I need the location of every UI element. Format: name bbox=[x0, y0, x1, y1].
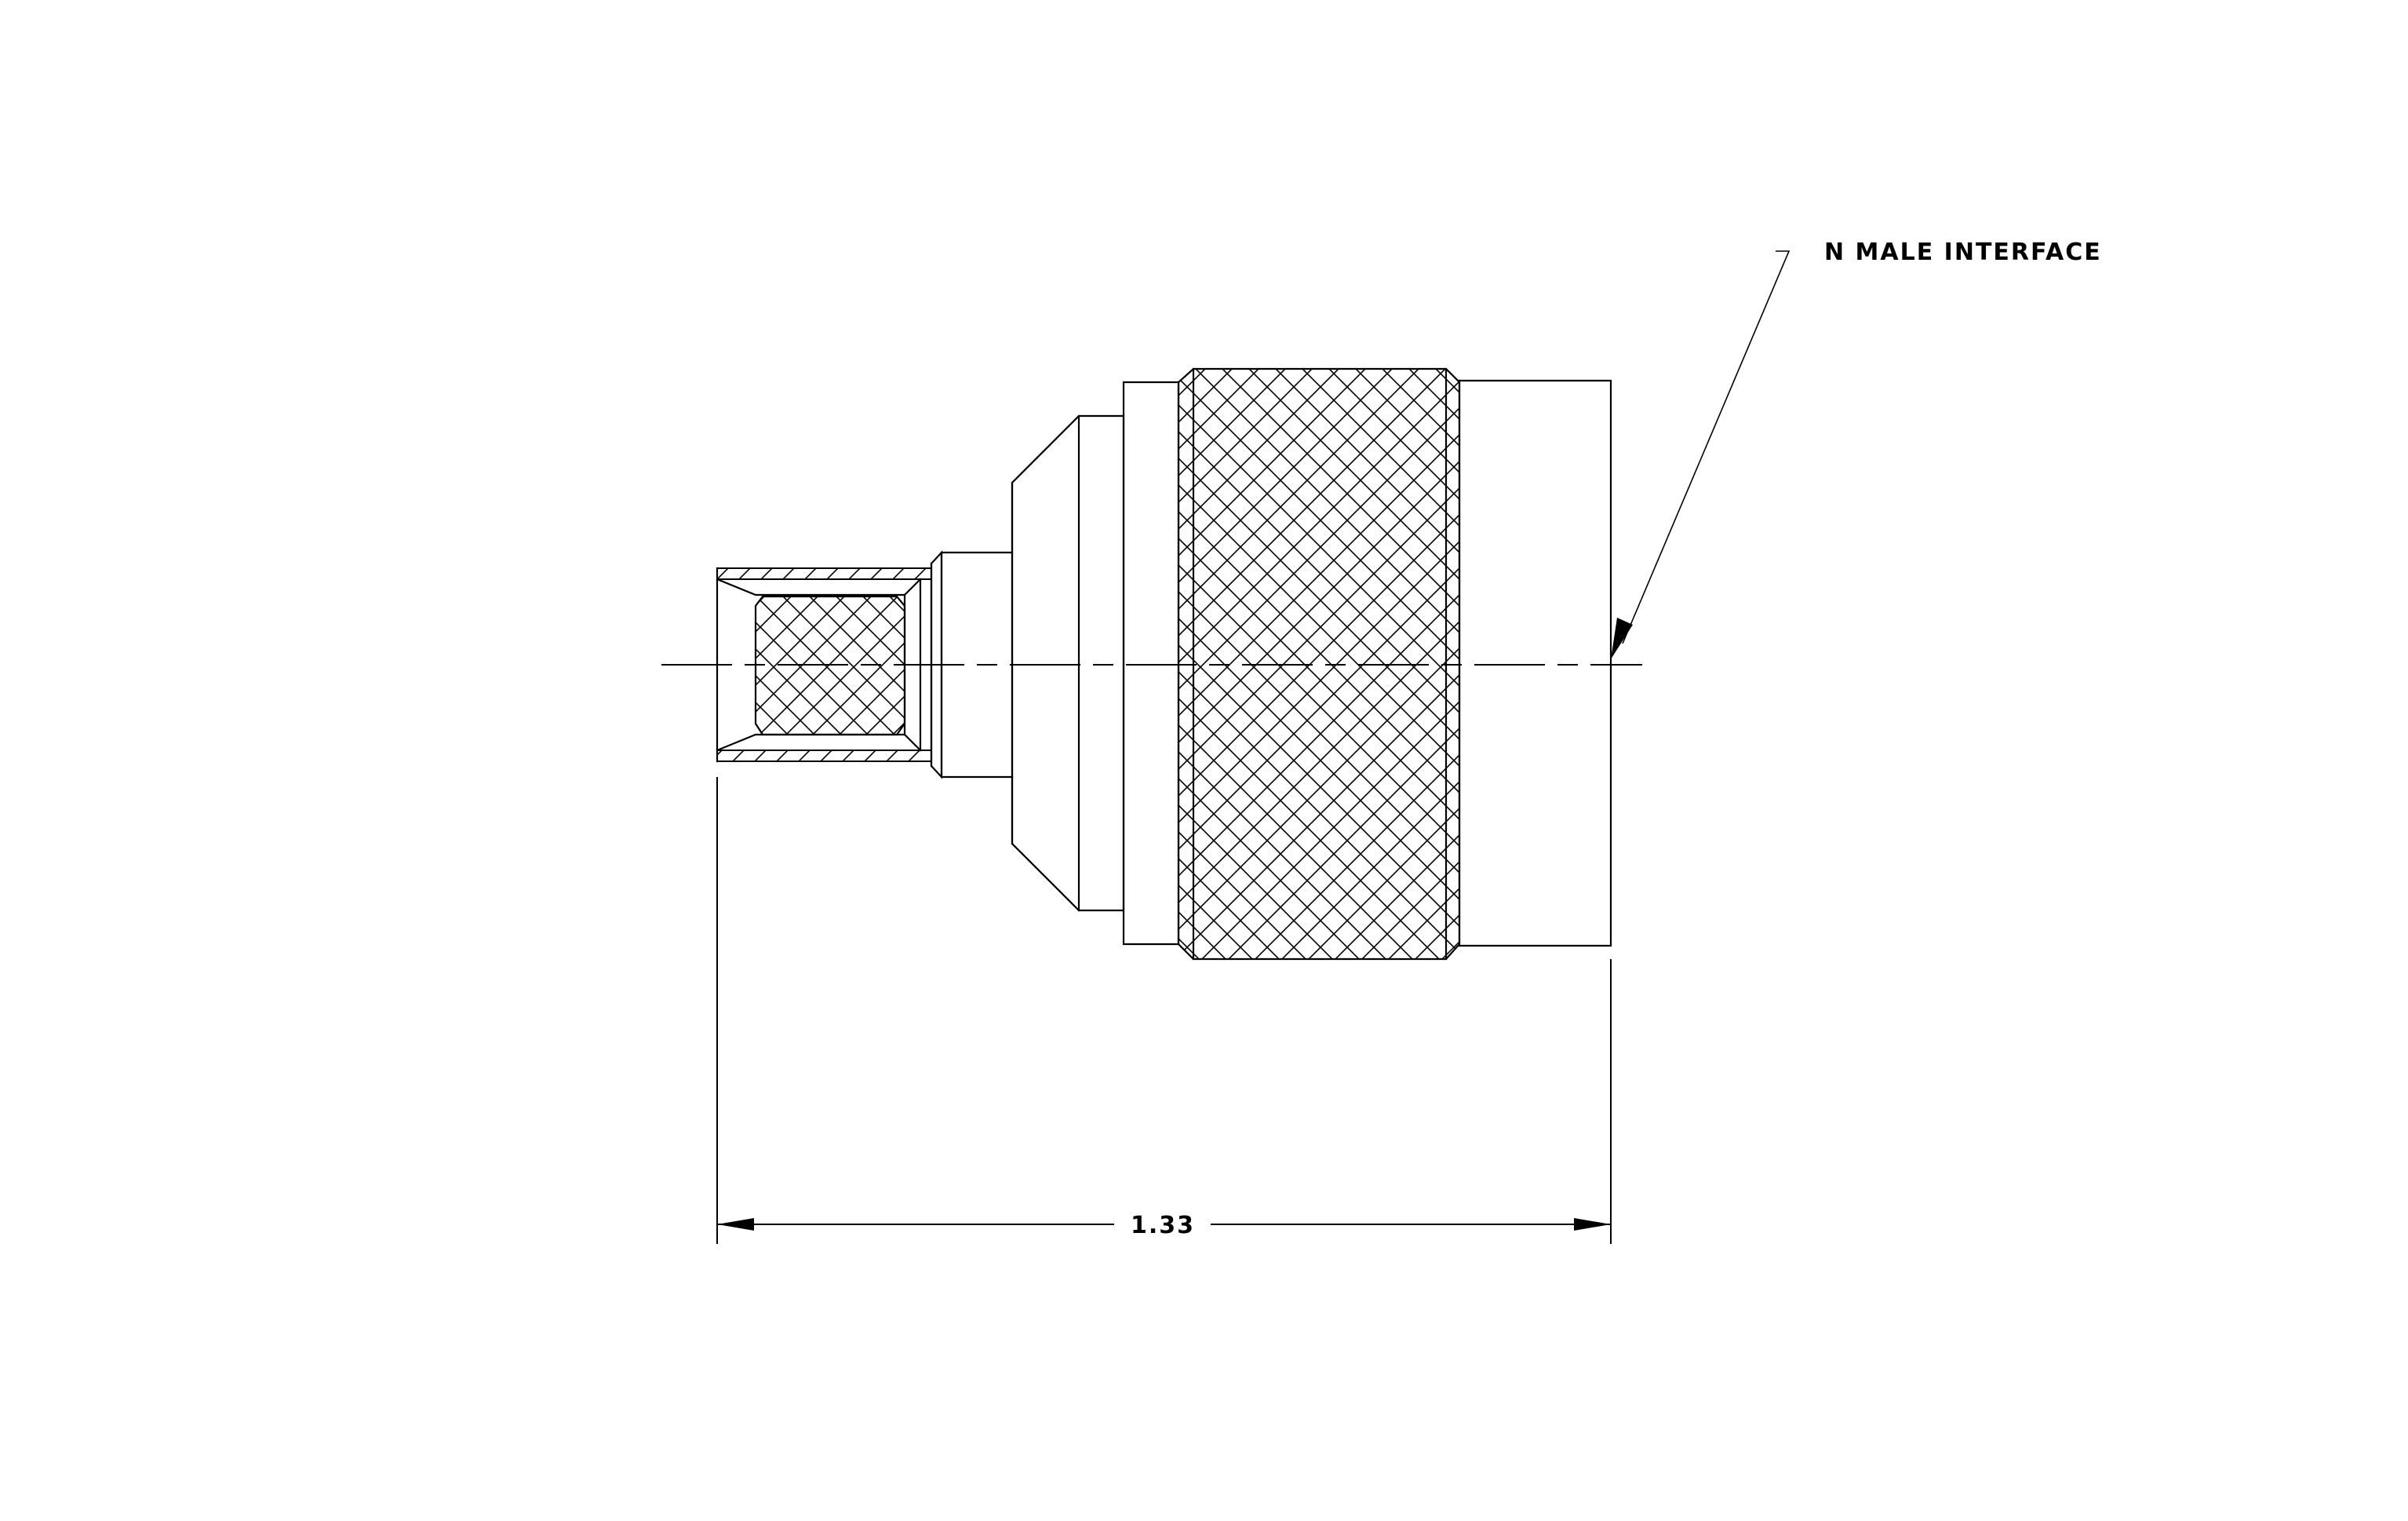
dimension-arrow-left bbox=[717, 1218, 754, 1231]
overall-length-label: 1.33 bbox=[1131, 1212, 1195, 1239]
interface-callout: N MALE INTERFACE bbox=[1611, 239, 2102, 659]
coupling-nut-body bbox=[1458, 379, 1612, 947]
flange-ring bbox=[1122, 381, 1180, 946]
callout-arrowhead bbox=[1611, 618, 1633, 659]
callout-label: N MALE INTERFACE bbox=[1824, 239, 2102, 266]
tapered-body bbox=[1011, 414, 1125, 912]
overall-length-dimension: 1.33 bbox=[716, 777, 1612, 1244]
dimension-arrow-right bbox=[1574, 1218, 1611, 1231]
